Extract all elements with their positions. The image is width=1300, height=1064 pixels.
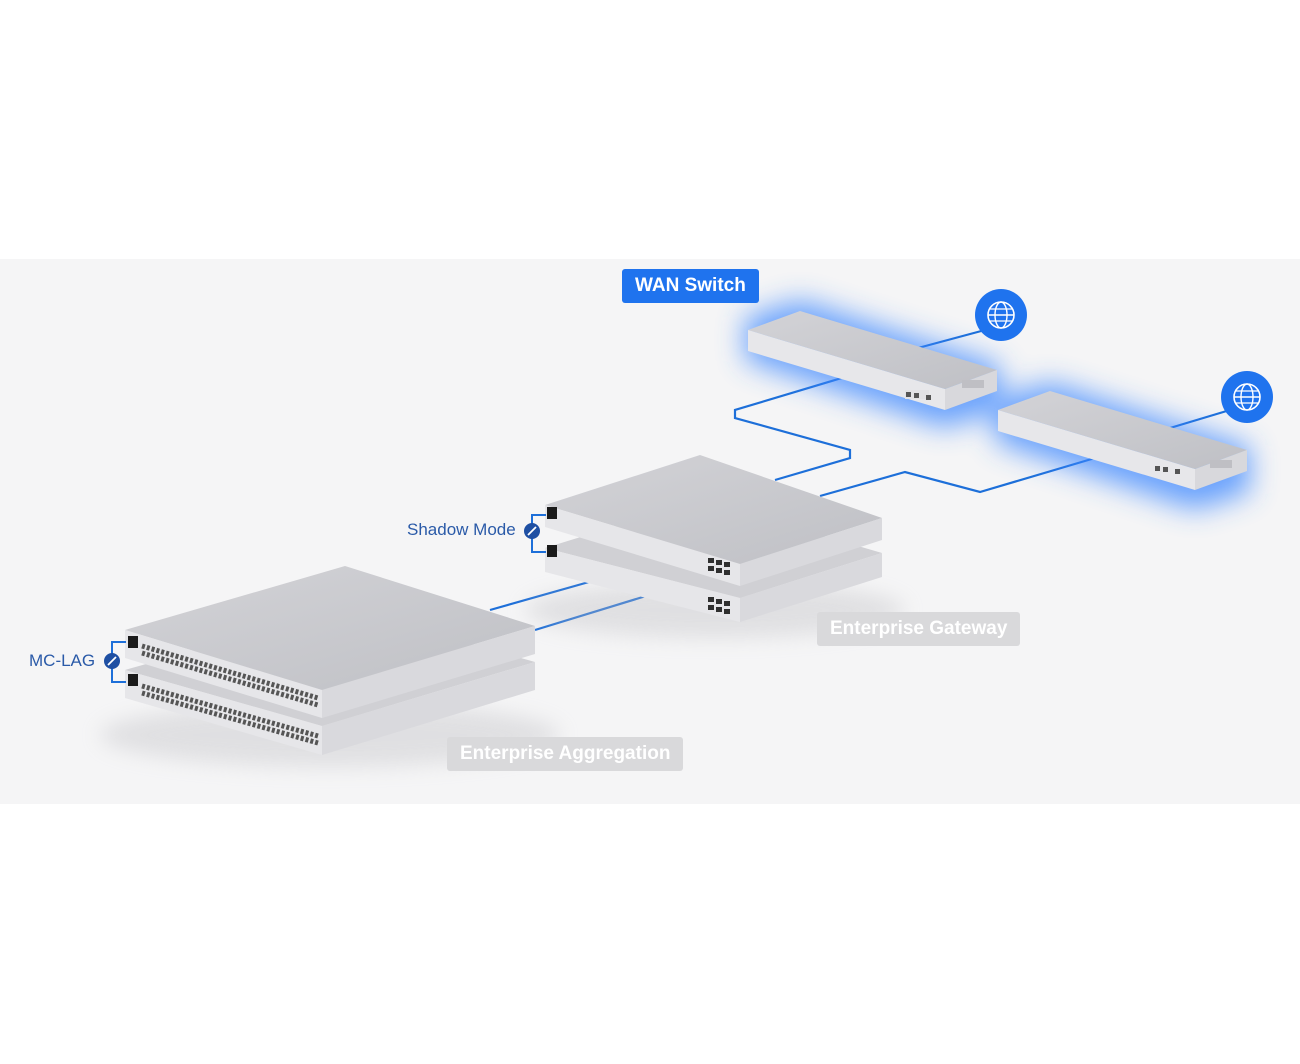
link-gateway-aggregation-1 — [489, 578, 597, 612]
link-wan1-gateway — [733, 375, 852, 482]
enterprise-gateway-label: Enterprise Gateway — [817, 612, 1021, 646]
wan-switch-2[interactable] — [998, 391, 1247, 490]
enterprise-gateway-stack[interactable] — [525, 455, 905, 638]
enterprise-aggregation-label: Enterprise Aggregation — [447, 737, 684, 771]
globe-icon — [975, 289, 1027, 341]
wan-switch-1[interactable] — [748, 311, 997, 410]
link-wan2-gateway — [819, 456, 1096, 498]
wan-switch-label: WAN Switch — [622, 269, 759, 303]
enterprise-aggregation-stack[interactable] — [100, 566, 560, 767]
link-icon — [104, 653, 120, 669]
link-icon — [524, 523, 540, 539]
globe-icon — [1221, 371, 1273, 423]
mc-lag-label: MC-LAG — [29, 651, 96, 670]
shadow-mode-label: Shadow Mode — [407, 520, 516, 539]
